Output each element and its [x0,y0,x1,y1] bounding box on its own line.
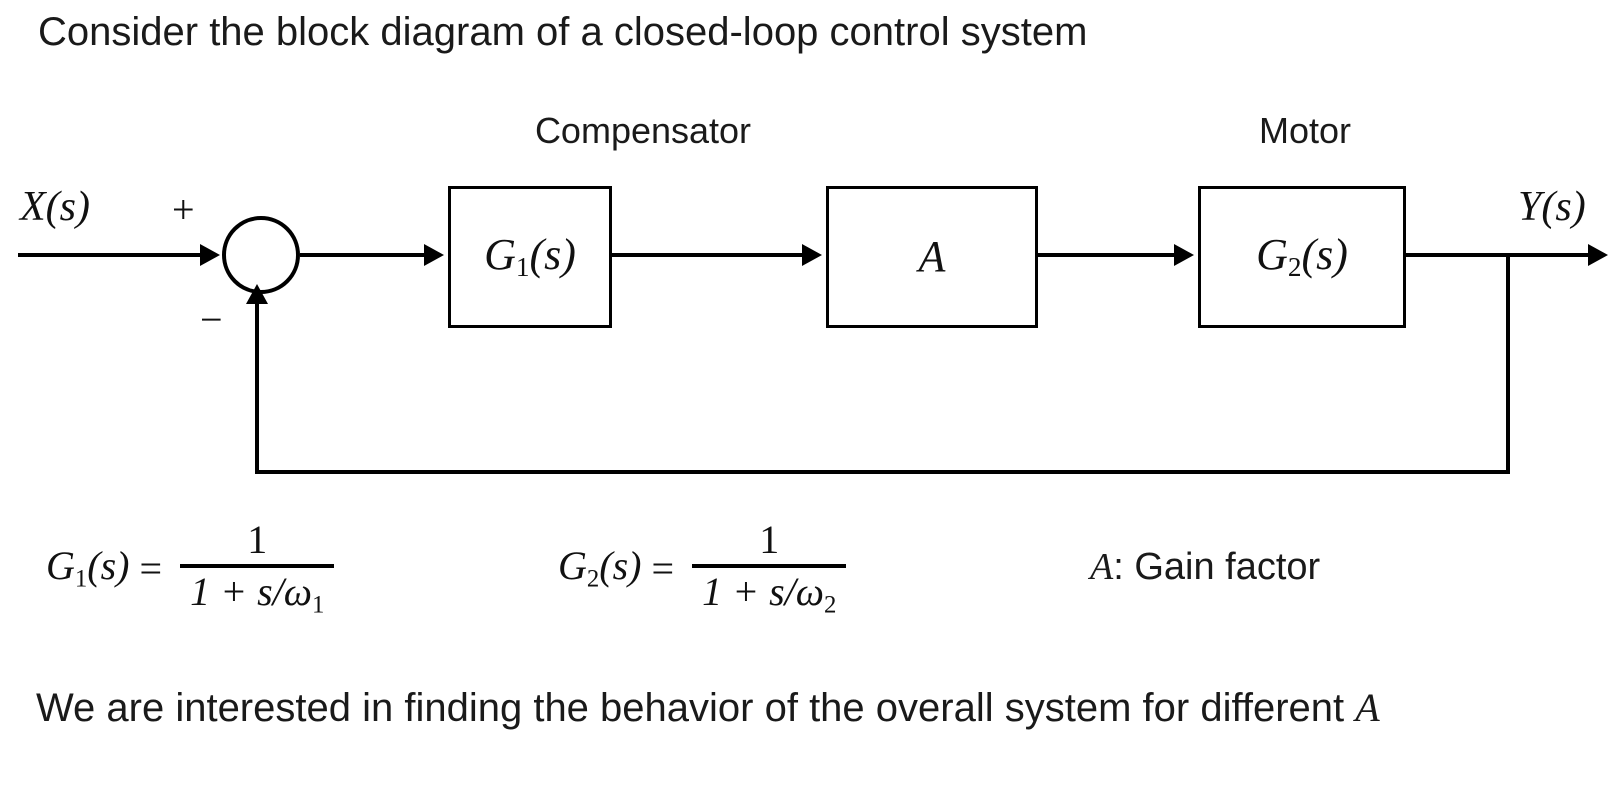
arrowhead-into-motor [1174,244,1194,266]
compensator-group-label: Compensator [534,110,752,151]
output-signal-label: Y(s) [1518,184,1586,230]
summing-junction-minus-sign: − [200,297,223,342]
gain-factor-note: A: Gain factor [1090,548,1320,586]
closing-sentence-symbol: A [1355,685,1380,730]
equation-g1-fraction: 1 1 + s/ω1 [180,517,335,619]
block-gain-a-label: A [918,232,946,281]
gain-factor-symbol: A [1090,546,1114,588]
arrowhead-into-sum-feedback [246,284,268,304]
closing-sentence-text: We are interested in finding the behavio… [36,686,1356,730]
block-gain-a[interactable]: A [826,186,1038,328]
equation-g1-denominator: 1 + s/ω1 [190,569,325,619]
block-compensator-g1-label: G1(s) [484,229,576,282]
summing-junction [222,216,300,294]
equation-g1: G1(s) = 1 1 + s/ω1 [46,517,335,619]
arrowhead-output [1588,244,1608,266]
equation-g1-numerator: 1 [247,517,268,562]
wire-motor-to-output [1406,253,1592,257]
wire-feedback-return-vertical [255,300,259,474]
equation-g2-lhs: G2(s) [558,543,642,593]
wire-gain-to-motor [1038,253,1178,257]
arrowhead-into-sum [200,244,220,266]
arrowhead-into-gain [802,244,822,266]
wire-feedback-horizontal [255,470,1510,474]
equation-g1-fraction-bar [180,564,335,568]
closing-sentence: We are interested in finding the behavio… [36,685,1380,730]
motor-group-label: Motor [1258,110,1352,151]
equation-g2-equals: = [651,546,675,592]
equation-g2-fraction: 1 1 + s/ω2 [692,517,847,619]
wire-sum-to-compensator [300,253,428,257]
equation-g1-equals: = [139,546,163,592]
block-motor-g2[interactable]: G2(s) [1198,186,1406,328]
wire-feedback-tap-vertical [1506,253,1510,474]
input-signal-label: X(s) [20,184,90,230]
gain-factor-description: : Gain factor [1113,546,1321,588]
equation-g2-denominator: 1 + s/ω2 [702,569,837,619]
arrowhead-into-compensator [424,244,444,266]
summing-junction-plus-sign: + [172,187,195,232]
equation-g2-numerator: 1 [759,517,780,562]
equation-g1-lhs: G1(s) [46,543,130,593]
equation-g2: G2(s) = 1 1 + s/ω2 [558,517,847,619]
equation-g2-fraction-bar [692,564,847,568]
wire-compensator-to-gain [612,253,806,257]
wire-input-to-sum [18,253,204,257]
block-compensator-g1[interactable]: G1(s) [448,186,612,328]
intro-sentence: Consider the block diagram of a closed-l… [38,10,1088,54]
block-motor-g2-label: G2(s) [1256,229,1348,282]
